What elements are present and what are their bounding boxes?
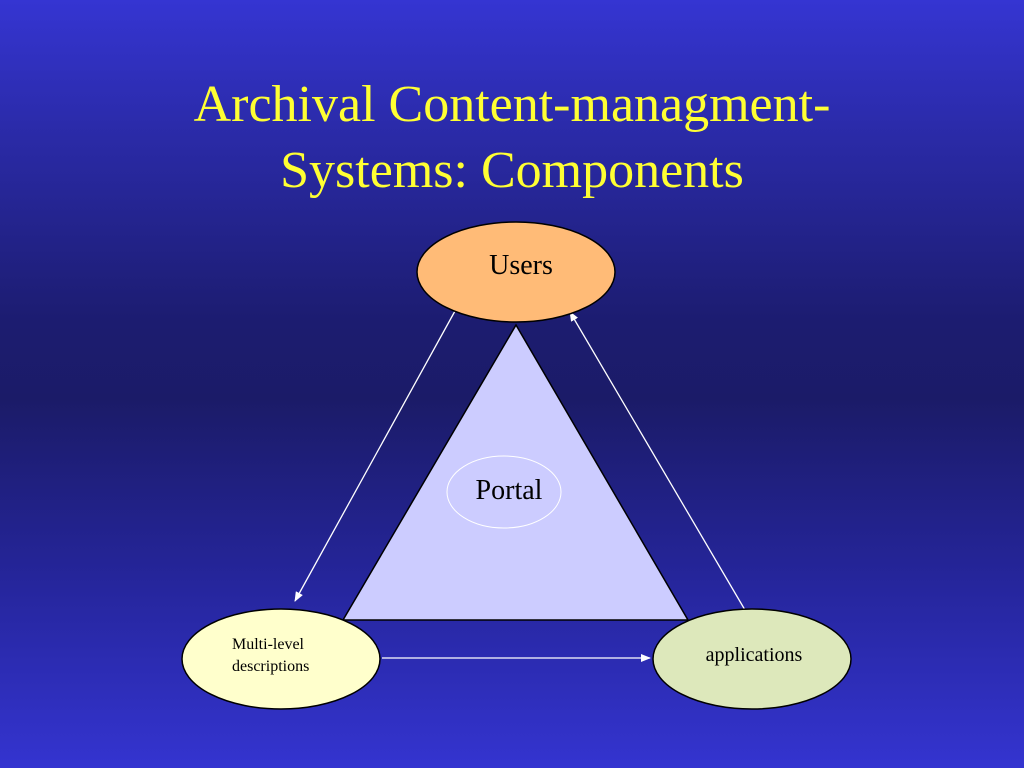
applications-label: applications bbox=[705, 644, 803, 666]
multilevel-descriptions-node bbox=[181, 608, 381, 710]
applications-node bbox=[652, 608, 852, 710]
title-line-2: Systems: Components bbox=[280, 142, 744, 199]
multilevel-label-line-2: descriptions bbox=[232, 658, 310, 675]
portal-ellipse bbox=[446, 455, 562, 529]
users-label: Users bbox=[489, 250, 553, 281]
portal-label: Portal bbox=[475, 475, 543, 506]
multilevel-descriptions-label: Multi-level descriptions bbox=[215, 634, 345, 678]
title-line-1: Archival Content-managment- bbox=[193, 76, 831, 133]
multilevel-label-line-1: Multi-level bbox=[232, 636, 304, 653]
arrow-users-to-descriptions bbox=[294, 310, 456, 602]
portal-triangle bbox=[341, 323, 690, 621]
users-node bbox=[416, 221, 616, 323]
arrow-applications-to-users bbox=[569, 311, 746, 611]
slide-title: Archival Content-managment- Systems: Com… bbox=[60, 72, 964, 204]
